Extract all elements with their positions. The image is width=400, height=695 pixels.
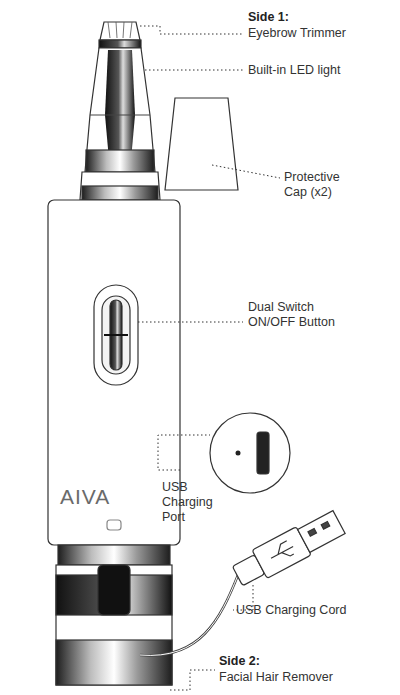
part-label: Built-in LED light xyxy=(248,63,388,78)
side-label: Side 2: xyxy=(219,654,389,669)
part-label: Eyebrow Trimmer xyxy=(248,26,388,41)
part-label: USB Charging Cord xyxy=(236,603,386,618)
side-label: Side 1: xyxy=(248,10,388,25)
part-label: Dual Switch ON/OFF Button xyxy=(248,300,348,330)
part-label: Protective Cap (x2) xyxy=(284,170,364,200)
part-label: USB Charging Port xyxy=(162,480,222,525)
part-label: Facial Hair Remover xyxy=(219,670,389,685)
brand-name: AIVA xyxy=(60,486,140,508)
